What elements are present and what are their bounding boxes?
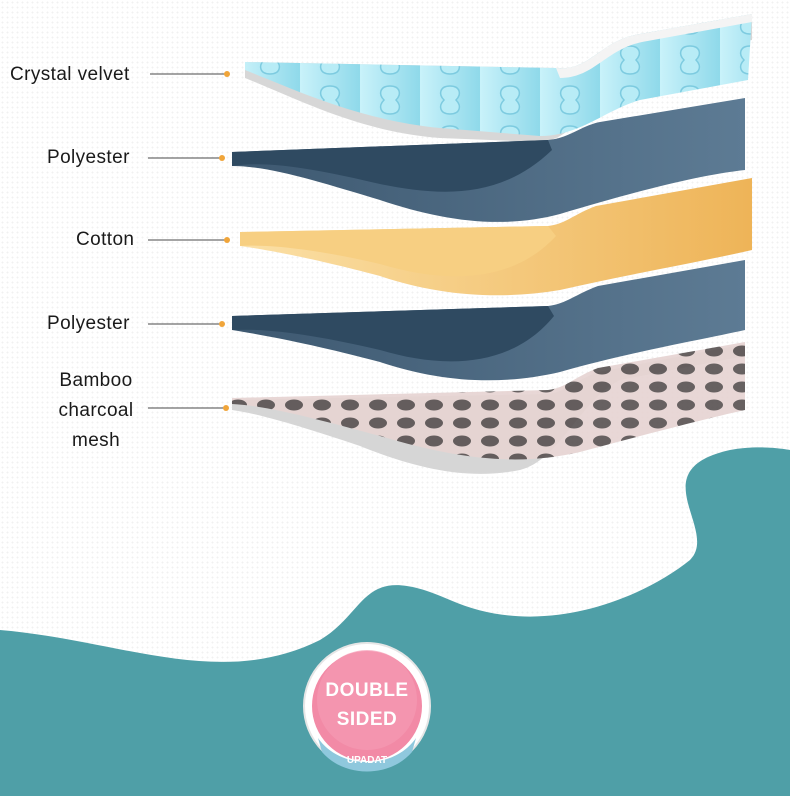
label-cotton: Cotton <box>76 229 135 250</box>
layer-cotton <box>240 178 752 296</box>
label-line: mesh <box>71 430 121 451</box>
label-crystal-velvet: Crystal velvet <box>10 64 130 85</box>
layer-polyester-top <box>232 98 745 222</box>
label-polyester-top: Polyester <box>47 147 130 168</box>
leader-lines <box>148 73 226 409</box>
badge-line: DOUBLE <box>325 680 409 701</box>
label-line: charcoal <box>58 400 134 421</box>
layer-crystal-velvet <box>245 14 752 142</box>
badge-title: DOUBLE SIDED <box>306 676 428 734</box>
layer-bamboo-charcoal-mesh <box>232 342 745 474</box>
label-polyester-bottom: Polyester <box>47 313 130 334</box>
leader-dots <box>219 71 230 411</box>
label-line: Bamboo <box>59 370 133 391</box>
background-wave <box>0 447 790 796</box>
label-bamboo-charcoal-mesh: Bamboo charcoal mesh <box>36 366 156 456</box>
layer-polyester-bottom <box>232 260 745 381</box>
double-sided-badge: UPADAT <box>303 642 431 772</box>
badge-line: SIDED <box>336 709 398 730</box>
badge-ribbon-text: UPADAT <box>347 755 387 766</box>
